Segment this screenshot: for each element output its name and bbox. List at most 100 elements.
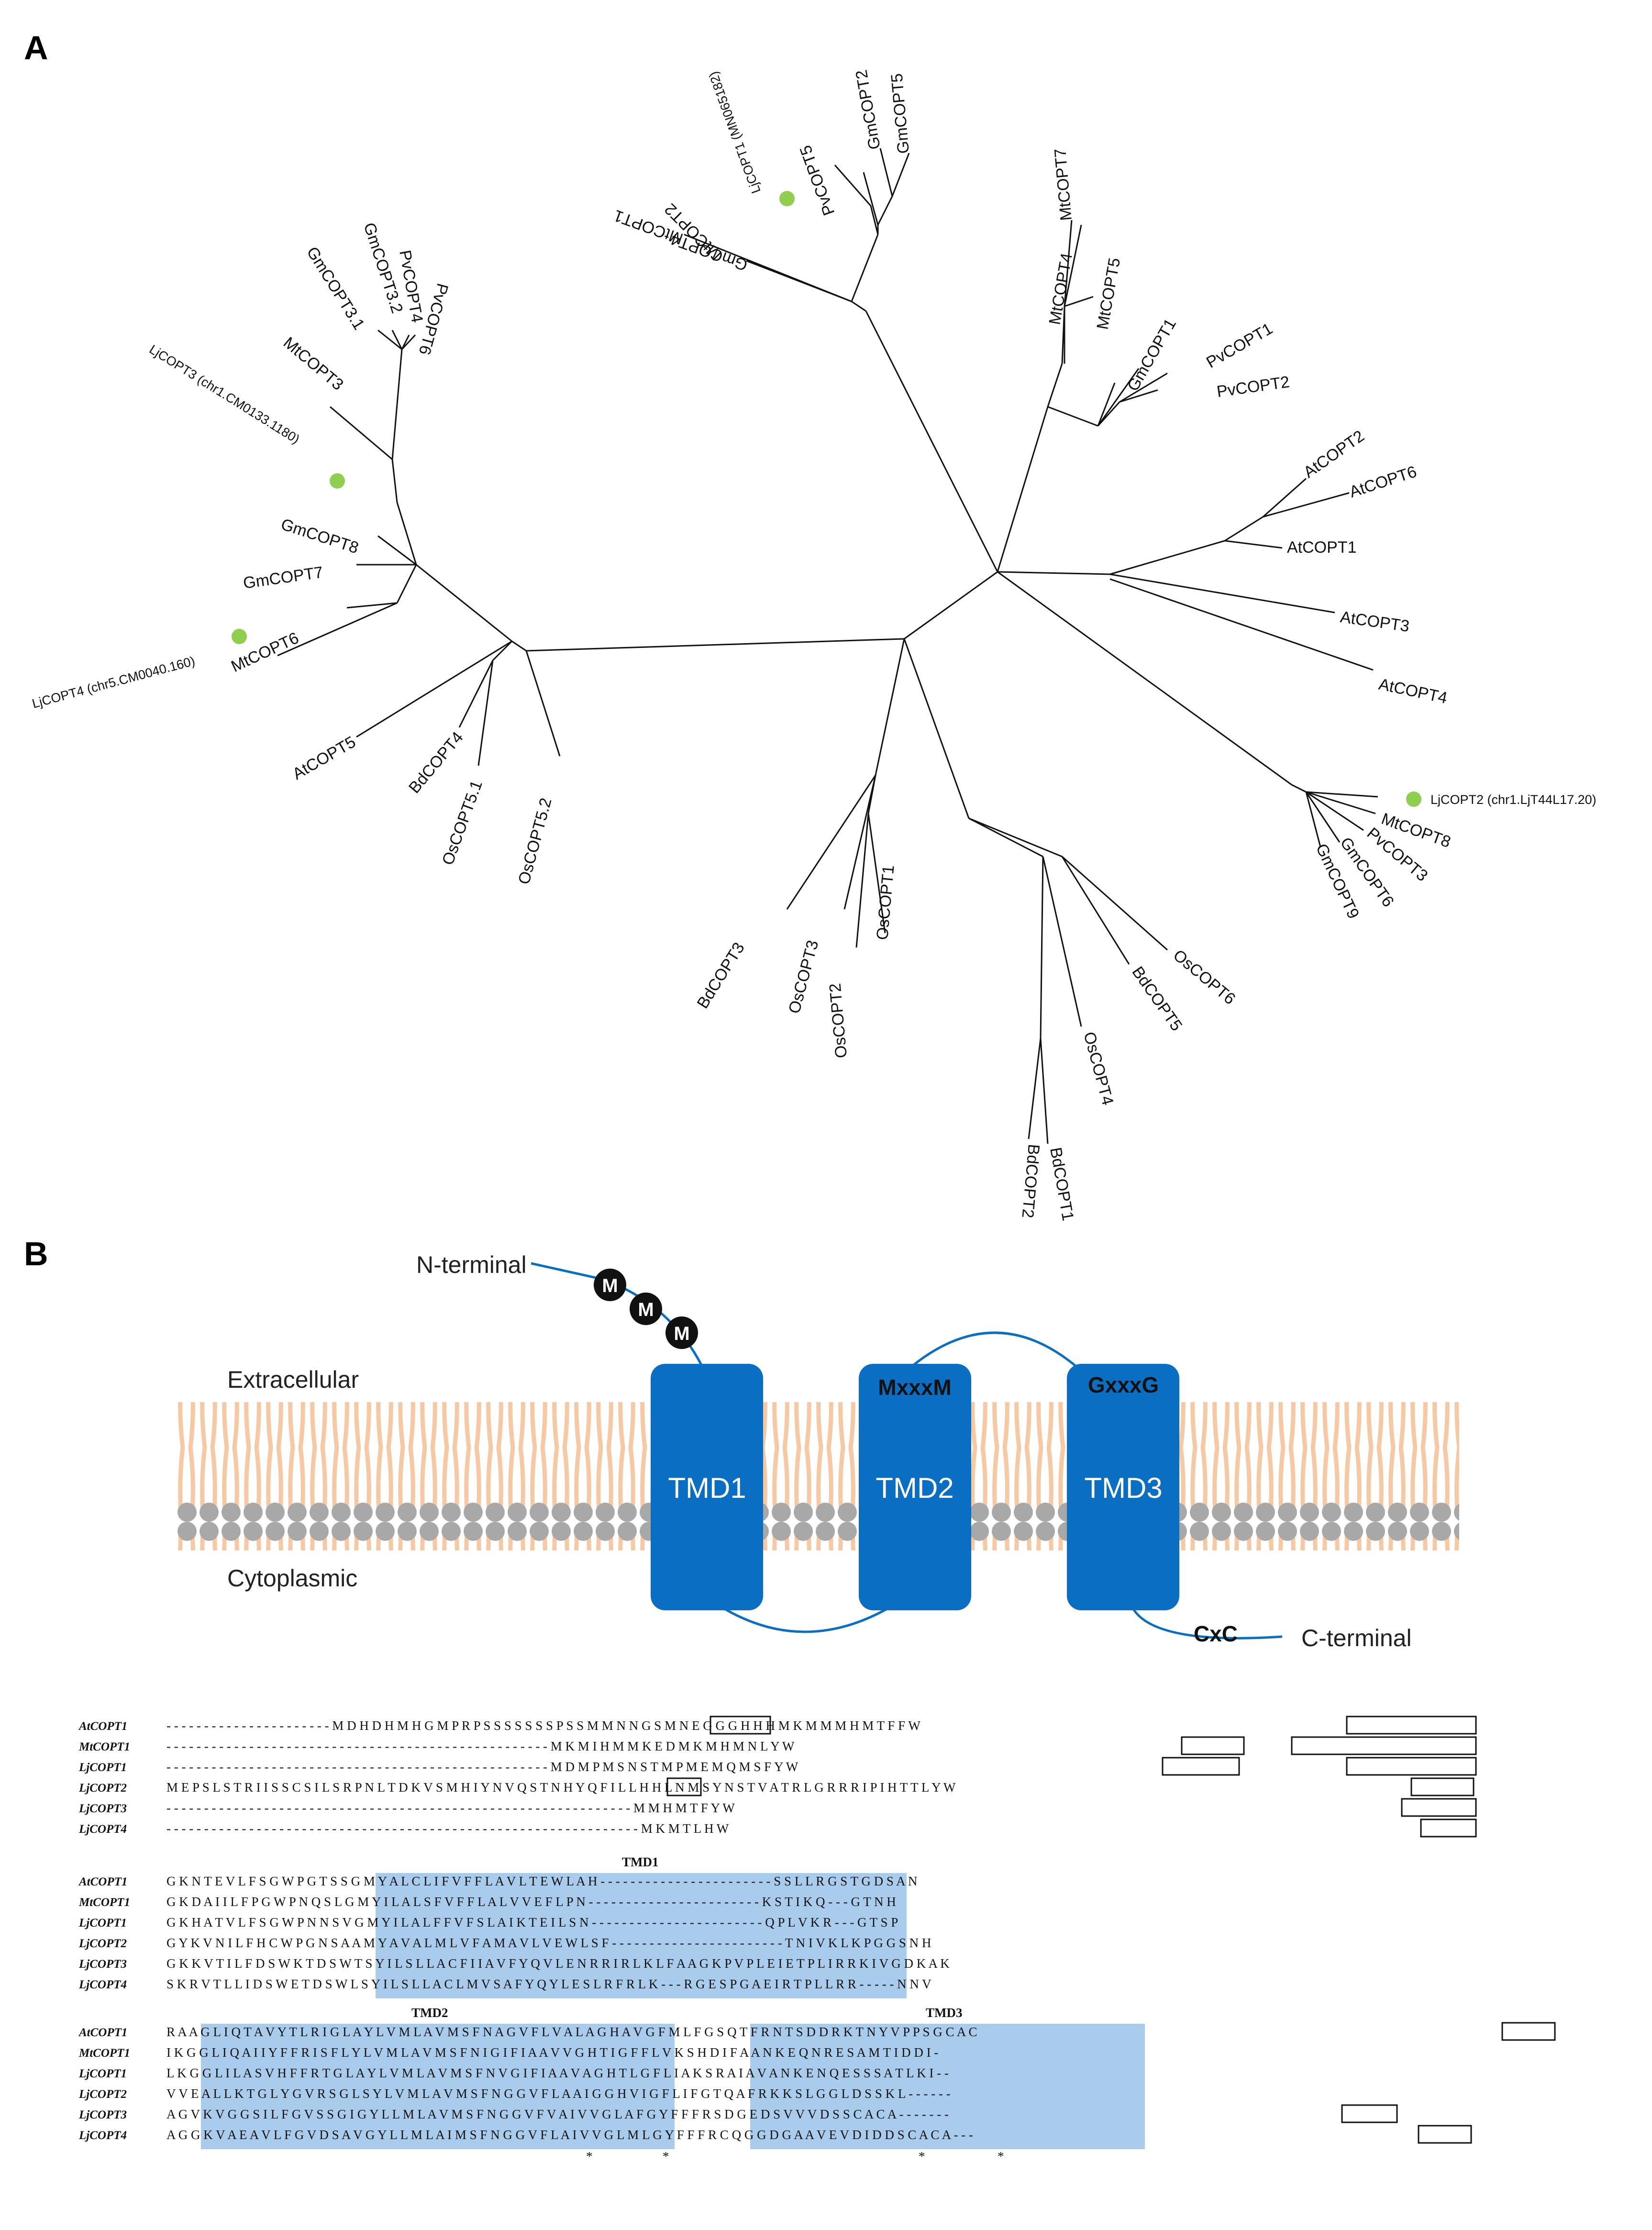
met-3: M bbox=[665, 1316, 698, 1349]
met-1: M bbox=[594, 1269, 626, 1301]
marker-ljcopt2 bbox=[1406, 792, 1421, 807]
leaf-gmcopt3-1: GmCOPT3.1 bbox=[303, 244, 368, 333]
lipid-bilayer bbox=[177, 1402, 1459, 1550]
leaf-bdcopt1: BdCOPT1 bbox=[1046, 1146, 1077, 1222]
marker-ljcopt4 bbox=[232, 629, 247, 644]
panel-b-label: B bbox=[24, 1235, 48, 1272]
leaf-bdcopt2: BdCOPT2 bbox=[1019, 1143, 1043, 1219]
leaf-pvcopt4: PvCOPT4 bbox=[396, 249, 426, 324]
motif-gxxxg: GxxxG bbox=[1088, 1372, 1159, 1397]
seq-name-ljcopt2: LjCOPT2 bbox=[78, 2088, 127, 2101]
alignment-block-3: TMD2 TMD3 AtCOPT1 MtCOPT1 LjCOPT1 LjCOPT… bbox=[78, 2006, 977, 2142]
tmd3-label: TMD3 bbox=[1084, 1472, 1162, 1504]
seq-name-ljcopt2: LjCOPT2 bbox=[78, 1937, 127, 1950]
leaf-ljcopt3: LjCOPT3 (chr1.CM0133.1180) bbox=[147, 342, 302, 446]
seq-name-ljcopt1: LjCOPT1 bbox=[78, 1917, 127, 1929]
tmd-highlights bbox=[201, 1873, 1145, 2149]
leaf-bdcopt5: BdCOPT5 bbox=[1128, 963, 1186, 1035]
seq-name-mtcopt1: MtCOPT1 bbox=[78, 2047, 130, 2060]
leaf-pvcopt5: PvCOPT5 bbox=[796, 143, 838, 218]
leaf-ljcopt2: LjCOPT2 (chr1.LjT44L17.20) bbox=[1430, 792, 1597, 807]
methionine-chain: M M M bbox=[594, 1269, 698, 1349]
seq-row: G Y K V N I L F H C W P G N S A A M Y A … bbox=[166, 1936, 931, 1950]
tmd2-label: TMD2 bbox=[876, 1472, 954, 1504]
tmd2-heading: TMD2 bbox=[411, 2006, 448, 2020]
leaf-atcopt4: AtCOPT4 bbox=[1377, 675, 1449, 707]
motif-boxes-block-3 bbox=[1341, 2022, 1556, 2144]
leaf-ljcopt4: LjCOPT4 (chr5.CM0040.160) bbox=[31, 654, 197, 711]
extracellular-label: Extracellular bbox=[227, 1366, 359, 1393]
motif-boxes-block-1 bbox=[666, 1716, 1477, 1838]
phylogenetic-tree: LjCOPT1 (MN065182) PvCOPT5 GmCOPT2 GmCOP… bbox=[31, 68, 1597, 1222]
seq-name-ljcopt2: LjCOPT2 bbox=[78, 1782, 127, 1795]
motif-cxc: CxC bbox=[1194, 1621, 1238, 1646]
leaf-oscopt6: OsCOPT6 bbox=[1170, 946, 1239, 1008]
leaf-atcopt1: AtCOPT1 bbox=[1287, 538, 1356, 557]
lotus-markers bbox=[232, 191, 1421, 807]
leaf-gmcopt8: GmCOPT8 bbox=[279, 515, 361, 557]
leaf-atcopt3: AtCOPT3 bbox=[1339, 608, 1410, 636]
seq-row: - - - - - - - - - - - - - - - - - - - - … bbox=[166, 1739, 795, 1753]
leaf-atcopt2: AtCOPT2 bbox=[1300, 427, 1368, 482]
leaf-gmcopt2: GmCOPT2 bbox=[852, 68, 884, 151]
leaf-oscopt5-2: OsCOPT5.2 bbox=[515, 796, 555, 886]
seq-row: I K G G L I Q A I I Y F F R I S F L Y L … bbox=[166, 2045, 938, 2060]
seq-row: L K G G L I L A S V H F F R T G L A Y L … bbox=[166, 2066, 949, 2080]
marker-ljcopt3 bbox=[330, 473, 345, 489]
conserved-star: * bbox=[586, 2149, 593, 2163]
leaf-oscopt5-1: OsCOPT5.1 bbox=[439, 778, 486, 868]
seq-name-ljcopt4: LjCOPT4 bbox=[78, 2129, 127, 2142]
seq-row: G K H A T V L F S G W P N N S V G M Y I … bbox=[166, 1915, 898, 1929]
cytoplasmic-label: Cytoplasmic bbox=[227, 1565, 357, 1592]
seq-row: A G G K V A E A V L F G V D S A V G Y L … bbox=[166, 2128, 973, 2142]
seq-row: G K N T E V L F S G W P G T S S G M Y A … bbox=[166, 1874, 917, 1888]
seq-row: M E P S L S T R I I S S C S I L S R P N … bbox=[166, 1780, 956, 1795]
tmd1-label: TMD1 bbox=[668, 1472, 746, 1504]
leaf-mtcopt4: MtCOPT4 bbox=[1045, 252, 1076, 326]
seq-name-ljcopt1: LjCOPT1 bbox=[78, 2067, 127, 2080]
seq-row: - - - - - - - - - - - - - - - - - - - - … bbox=[166, 1760, 798, 1774]
leaf-gmcopt7: GmCOPT7 bbox=[242, 563, 324, 592]
leaf-atcopt6: AtCOPT6 bbox=[1347, 463, 1419, 502]
marker-ljcopt1 bbox=[779, 191, 795, 206]
seq-name-ljcopt4: LjCOPT4 bbox=[78, 1823, 127, 1836]
seq-name-mtcopt1: MtCOPT1 bbox=[78, 1740, 130, 1753]
leaf-atcopt5: AtCOPT5 bbox=[289, 733, 359, 783]
tmd3-box: TMD3 GxxxG bbox=[1067, 1364, 1179, 1610]
seq-row: G K K V T I L F D S W K T D S W T S Y I … bbox=[166, 1956, 950, 1971]
leaf-bdcopt4: BdCOPT4 bbox=[405, 728, 467, 797]
alignment-block-2: TMD1 AtCOPT1 MtCOPT1 LjCOPT1 LjCOPT2 LjC… bbox=[78, 1855, 950, 1991]
tmd1-box: TMD1 bbox=[651, 1364, 763, 1610]
tmd2-box: TMD2 MxxxM bbox=[859, 1364, 971, 1610]
leaf-ljcopt1: LjCOPT1 (MN065182) bbox=[706, 70, 764, 196]
leaf-pvcopt1: PvCOPT1 bbox=[1203, 319, 1276, 371]
seq-name-ljcopt3: LjCOPT3 bbox=[78, 2108, 127, 2121]
motif-mxxxm: MxxxM bbox=[878, 1375, 951, 1400]
conserved-star: * bbox=[663, 2149, 669, 2163]
leaf-bdcopt3: BdCOPT3 bbox=[694, 939, 748, 1012]
n-terminal-label: N-terminal bbox=[416, 1251, 527, 1278]
svg-text:M: M bbox=[674, 1323, 689, 1344]
leaf-oscopt3: OsCOPT3 bbox=[785, 938, 822, 1015]
seq-row: A G V K V G G S I L F G V S S G I G Y L … bbox=[166, 2107, 949, 2121]
seq-name-ljcopt3: LjCOPT3 bbox=[78, 1802, 127, 1815]
leaf-gmcopt5: GmCOPT5 bbox=[887, 73, 913, 155]
seq-name-ljcopt1: LjCOPT1 bbox=[78, 1761, 127, 1774]
seq-row: - - - - - - - - - - - - - - - - - - - - … bbox=[166, 1718, 920, 1733]
conserved-star: * bbox=[919, 2149, 925, 2163]
leaf-mtcopt3: MtCOPT3 bbox=[280, 334, 347, 394]
seq-row: V V E A L L K T G L Y G V R S G L S Y L … bbox=[166, 2086, 951, 2101]
panel-a-label: A bbox=[24, 29, 48, 67]
conserved-star: * bbox=[998, 2149, 1004, 2163]
seq-name-ljcopt4: LjCOPT4 bbox=[78, 1978, 127, 1991]
seq-row: G K D A I I L F P G W P N Q S L G M Y I … bbox=[166, 1895, 896, 1909]
met-2: M bbox=[630, 1293, 662, 1325]
svg-text:M: M bbox=[602, 1275, 618, 1296]
leaf-pvcopt2: PvCOPT2 bbox=[1216, 373, 1291, 401]
alignment-block-1: AtCOPT1 MtCOPT1 LjCOPT1 LjCOPT2 LjCOPT3 … bbox=[78, 1718, 956, 1836]
svg-text:M: M bbox=[638, 1299, 654, 1320]
seq-row: - - - - - - - - - - - - - - - - - - - - … bbox=[166, 1821, 729, 1836]
leaf-oscopt2: OsCOPT2 bbox=[826, 982, 851, 1059]
seq-row: - - - - - - - - - - - - - - - - - - - - … bbox=[166, 1801, 735, 1815]
seq-name-atcopt1: AtCOPT1 bbox=[78, 1875, 127, 1888]
